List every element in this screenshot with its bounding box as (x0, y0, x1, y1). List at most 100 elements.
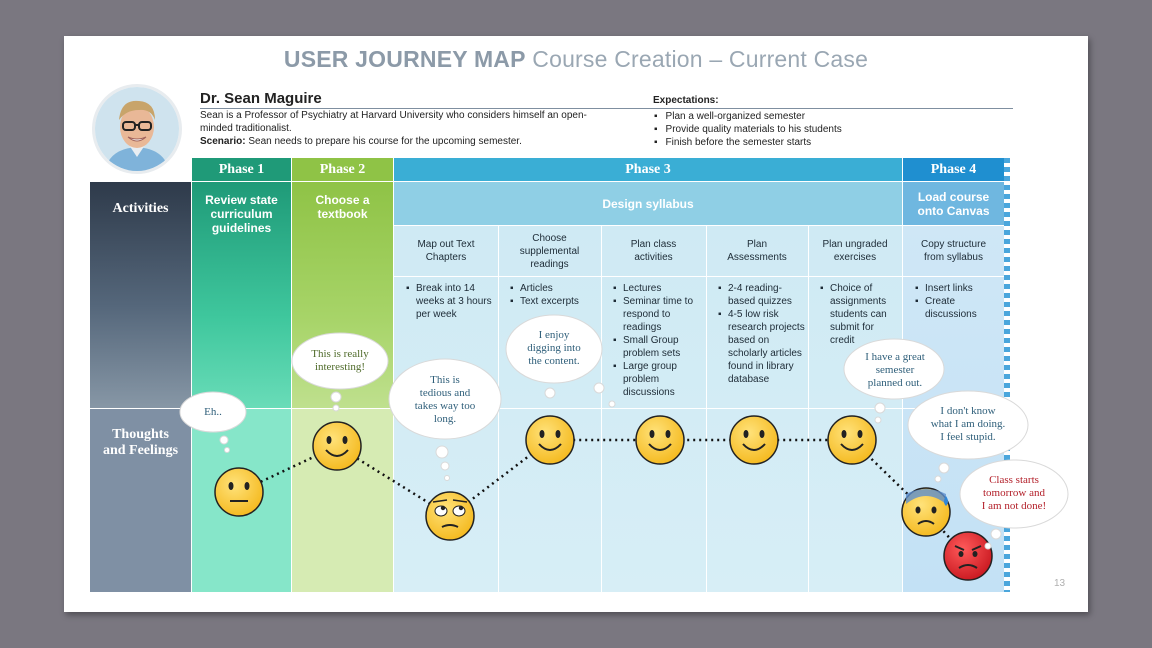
row-divider (90, 408, 1004, 409)
smiling-face-icon (729, 415, 779, 465)
thought-line: Class starts (989, 474, 1039, 486)
thought-bubble-shape (179, 391, 247, 453)
subactivity-line: exercises (833, 252, 877, 263)
detail-item: Seminar time to respond to readings (613, 295, 704, 334)
thought-line: digging into (527, 342, 581, 354)
thought-line: takes way too (414, 400, 476, 412)
activities-label: Activities (112, 201, 169, 216)
subactivity: Copy structure from syllabus (903, 228, 1004, 274)
detail-list: Insert links Create discussions (911, 282, 999, 321)
phase-1-activity-line: guidelines (211, 221, 272, 235)
column-divider (808, 226, 809, 592)
thought-text: Eh.. (183, 406, 243, 419)
subactivity-line: Plan (746, 239, 767, 250)
thought-line: Eh.. (204, 406, 222, 418)
detail-list: Lectures Seminar time to respond to read… (609, 282, 704, 399)
thought-bubble-shape (505, 314, 616, 408)
detail-item: 2-4 reading-based quizzes (718, 282, 806, 308)
detail-item: Create discussions (915, 295, 999, 321)
detail-item: Articles (510, 282, 598, 295)
detail-item: Text excerpts (510, 295, 598, 308)
subactivity-line: Chapters (425, 252, 467, 263)
subactivity-line: supplemental (519, 245, 580, 257)
slide: USER JOURNEY MAP Course Creation – Curre… (64, 36, 1088, 612)
page-title: USER JOURNEY MAP Course Creation – Curre… (64, 46, 1088, 73)
phase-4-activity-line: onto Canvas (917, 203, 990, 218)
thoughts-label: Thoughts and Feelings (90, 427, 191, 459)
column-divider (601, 226, 602, 592)
phase-4-activity-line: Load course (917, 189, 990, 204)
detail-list: Choice of assignments students can submi… (816, 282, 900, 347)
persona-description: Sean is a Professor of Psychiatry at Har… (200, 109, 600, 148)
thought-line: tedious and (419, 387, 471, 399)
anxious-sweat-face-icon (901, 487, 951, 537)
thought-bubble-shape (907, 390, 1029, 483)
subactivity-line: readings (530, 258, 569, 270)
subactivity-line: Map out Text (417, 239, 475, 250)
thoughts-label-line1: Thoughts (112, 427, 169, 442)
phase-2-header: Phase 2 (292, 158, 393, 181)
persona-name: Dr. Sean Maguire (200, 90, 322, 107)
activities-row-header (90, 182, 191, 408)
smiling-face-icon (312, 421, 362, 471)
thought-line: the content. (528, 355, 580, 367)
detail-list: Break into 14 weeks at 3 hours per week (402, 282, 494, 321)
thought-bubble-shape (843, 338, 945, 424)
detail-item: Lectures (613, 282, 704, 295)
subactivity-line: from syllabus (924, 252, 983, 263)
detail-item: Choice of assignments students can submi… (820, 282, 900, 347)
phase-1-activity: Review state curriculum guidelines (192, 193, 291, 235)
phase-4-header: Phase 4 (903, 158, 1004, 181)
thought-line: long. (433, 413, 457, 425)
phase-1-header: Phase 1 (192, 158, 291, 181)
subactivity-line: Plan ungraded (822, 239, 888, 250)
smiling-face-icon (525, 415, 575, 465)
thought-line: semester (875, 364, 915, 376)
emotion-curve (214, 415, 993, 581)
thought-line: tomorrow and (982, 487, 1045, 499)
phase-3-header: Phase 3 (394, 158, 902, 181)
expectation-item: Provide quality materials to his student… (653, 123, 842, 136)
thought-line: I am not done! (981, 500, 1047, 512)
phase-1-activity-line: curriculum (210, 207, 273, 221)
subactivity-line: Choose (532, 232, 567, 244)
page-number: 13 (1054, 578, 1066, 589)
expectation-item: Finish before the semester starts (653, 136, 842, 149)
angry-face-icon (943, 531, 993, 581)
detail-item: Large group problem discussions (613, 360, 704, 399)
subactivity-line: activities (634, 252, 673, 263)
thought-bubble-shape (388, 358, 502, 481)
expectation-item: Plan a well-organized semester (653, 110, 842, 123)
avatar (92, 84, 182, 174)
expectations-title: Expectations: (653, 95, 719, 106)
row-divider (394, 276, 1004, 277)
subactivity-line: Copy structure (920, 239, 987, 250)
subactivity-line: Plan class (630, 239, 677, 250)
scenario-label: Scenario: (200, 136, 246, 147)
detail-item: Break into 14 weeks at 3 hours per week (406, 282, 494, 321)
phase-1-activity-line: Review state (205, 193, 278, 207)
smiling-face-icon (635, 415, 685, 465)
phase-1-activity-cell (192, 182, 291, 408)
expectations-list: Plan a well-organized semester Provide q… (653, 110, 842, 149)
thought-line: what I am doing. (930, 418, 1006, 430)
neutral-face-icon (214, 467, 264, 517)
thought-line: This is really (311, 348, 369, 360)
column-divider (706, 226, 707, 592)
eye-roll-face-icon (425, 491, 475, 541)
subactivity: Plan class activities (601, 228, 706, 274)
thought-line: I don't know (940, 405, 996, 417)
detail-item: Insert links (915, 282, 999, 295)
phase-2-activity-line: Choose a (315, 193, 370, 207)
detail-item: Small Group problem sets (613, 334, 704, 360)
phase-3-activity: Design syllabus (394, 182, 902, 225)
detail-list: 2-4 reading-based quizzes 4-5 low risk r… (714, 282, 806, 386)
header-divider (200, 108, 1013, 109)
thought-bubbles (179, 314, 1069, 550)
thought-bubble-shape (291, 332, 389, 412)
